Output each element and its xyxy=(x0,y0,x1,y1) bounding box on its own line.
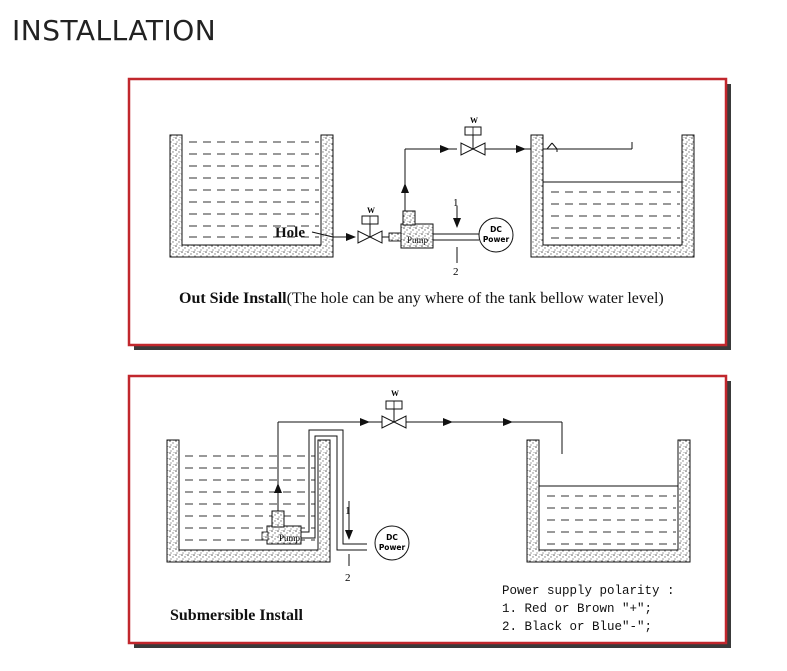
right-tank xyxy=(526,439,691,563)
pump-label: Pump xyxy=(279,533,301,543)
polarity-title: Power supply polarity : xyxy=(502,584,675,598)
outlet-valve-letter: W xyxy=(470,116,478,125)
dc-power-label-1: DC xyxy=(490,225,502,234)
outside-install-diagram: Hole W Pump xyxy=(127,77,731,350)
outlet-valve xyxy=(381,400,407,429)
right-tank xyxy=(530,134,695,258)
page-title: INSTALLATION xyxy=(12,14,217,47)
wire-1-label: 1 xyxy=(345,505,351,517)
outside-install-caption-rest: (The hole can be any where of the tank b… xyxy=(287,290,664,307)
outside-install-panel: Hole W Pump xyxy=(127,77,737,359)
left-tank xyxy=(166,439,331,563)
submersible-install-caption: Submersible Install xyxy=(170,607,303,624)
dc-power-label-1: DC xyxy=(386,533,398,542)
pump xyxy=(400,210,434,249)
coupling xyxy=(388,232,402,242)
outside-install-caption-bold: Out Side Install xyxy=(179,290,287,307)
dc-power-label-2: Power xyxy=(379,543,406,552)
submersible-install-panel: Pump W 1 2 DC Power xyxy=(127,374,737,659)
dc-power-circle xyxy=(374,525,410,561)
pump-label: Pump xyxy=(407,235,429,245)
inlet-valve-letter: W xyxy=(367,206,375,215)
dc-power-circle xyxy=(478,217,514,253)
polarity-line-1: 1. Red or Brown "+"; xyxy=(502,602,652,616)
outside-install-caption: Out Side Install(The hole can be any whe… xyxy=(179,290,664,307)
valve-letter: W xyxy=(391,389,399,398)
wire-2-label: 2 xyxy=(453,266,459,278)
power-cable xyxy=(301,429,367,551)
left-tank xyxy=(169,134,334,258)
wire-2-label: 2 xyxy=(345,572,351,584)
wire-1-label: 1 xyxy=(453,197,459,209)
submersible-install-diagram: Pump W 1 2 DC Power xyxy=(127,374,731,648)
dc-power-label-2: Power xyxy=(483,235,510,244)
frame-border xyxy=(127,374,728,645)
pump xyxy=(261,510,302,545)
hole-label: Hole xyxy=(275,225,305,241)
frame-border xyxy=(127,77,728,347)
polarity-line-2: 2. Black or Blue"-"; xyxy=(502,620,652,634)
